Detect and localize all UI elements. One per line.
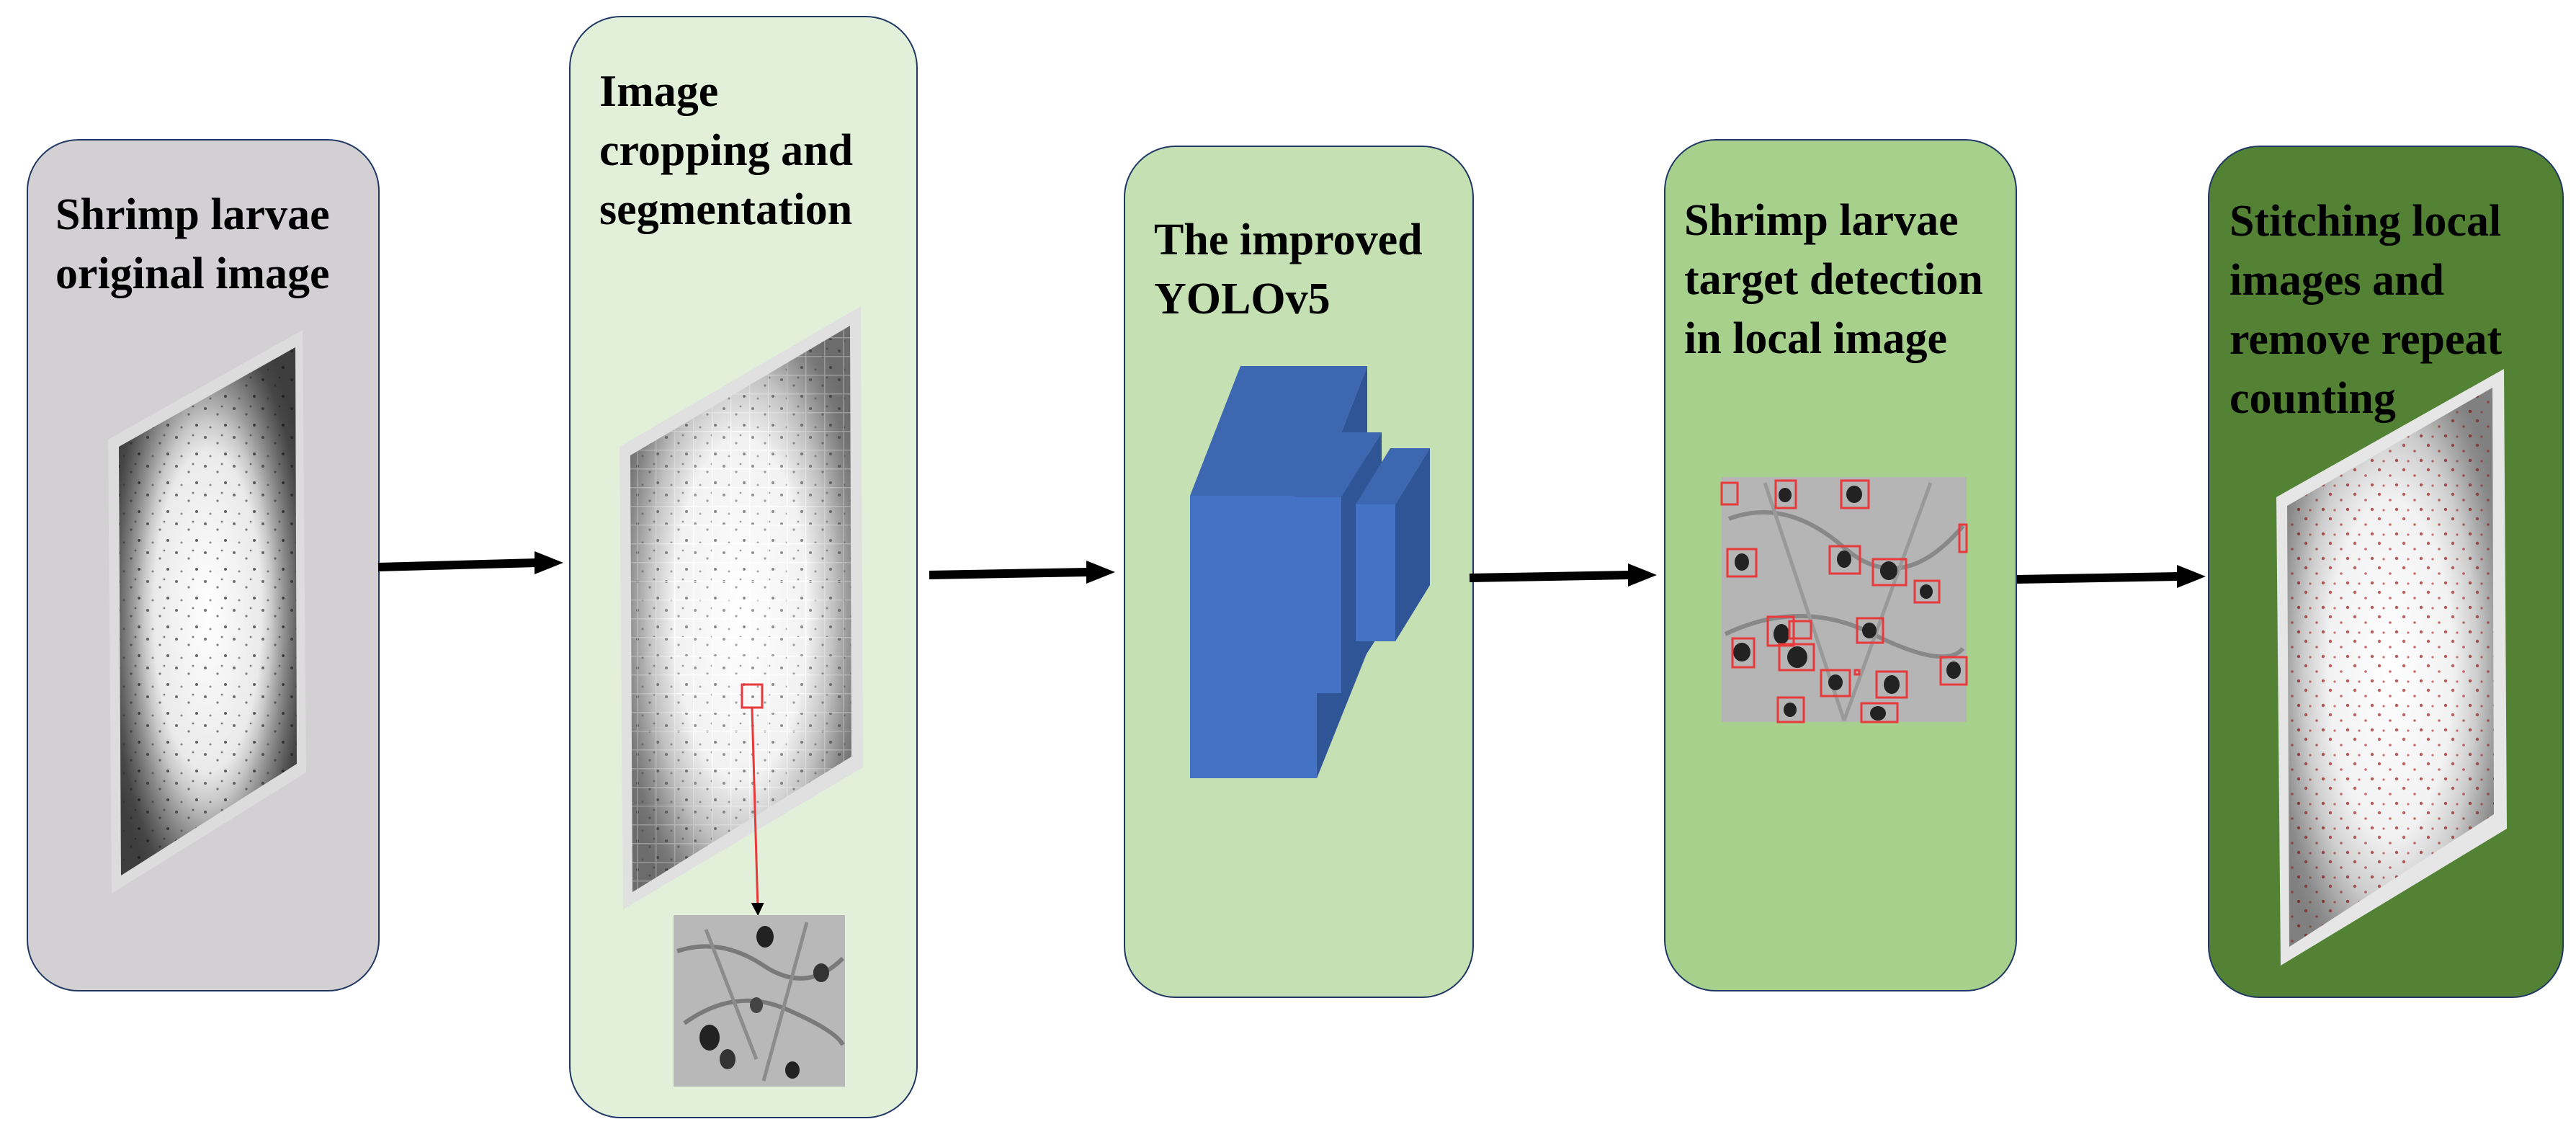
arrow-3-head xyxy=(1628,563,1657,587)
arrow-2 xyxy=(929,568,1088,579)
arrow-2-head xyxy=(1086,561,1115,584)
arrow-1-head xyxy=(535,551,563,574)
yolo-network-icon xyxy=(1190,366,1430,778)
arrow-4 xyxy=(2016,572,2179,584)
stitched-tray-image xyxy=(2276,369,2507,966)
arrow-4-head xyxy=(2177,565,2206,588)
crop-pointer-arrow xyxy=(751,707,764,916)
stage-title: The improved YOLOv5 xyxy=(1154,215,1423,324)
arrow-1 xyxy=(377,558,537,571)
stage-original-image: Shrimp larvae original image xyxy=(27,139,380,991)
arrow-3 xyxy=(1469,571,1630,582)
local-patch-image xyxy=(674,915,845,1087)
original-tray-image xyxy=(108,330,306,893)
stage-title: Shrimp larvae original image xyxy=(55,190,330,298)
flow-arrows xyxy=(377,551,2206,588)
stage-improved-yolov5: The improved YOLOv5 xyxy=(1124,146,1474,998)
segmented-tray-image xyxy=(620,306,863,916)
stage-title: Stitching local images and remove repeat… xyxy=(2230,197,2503,423)
stage-title: Image cropping and segmentation xyxy=(599,67,854,234)
stage-title: Shrimp larvae target detection in local … xyxy=(1684,196,1983,363)
detection-result-image xyxy=(1720,477,1968,723)
